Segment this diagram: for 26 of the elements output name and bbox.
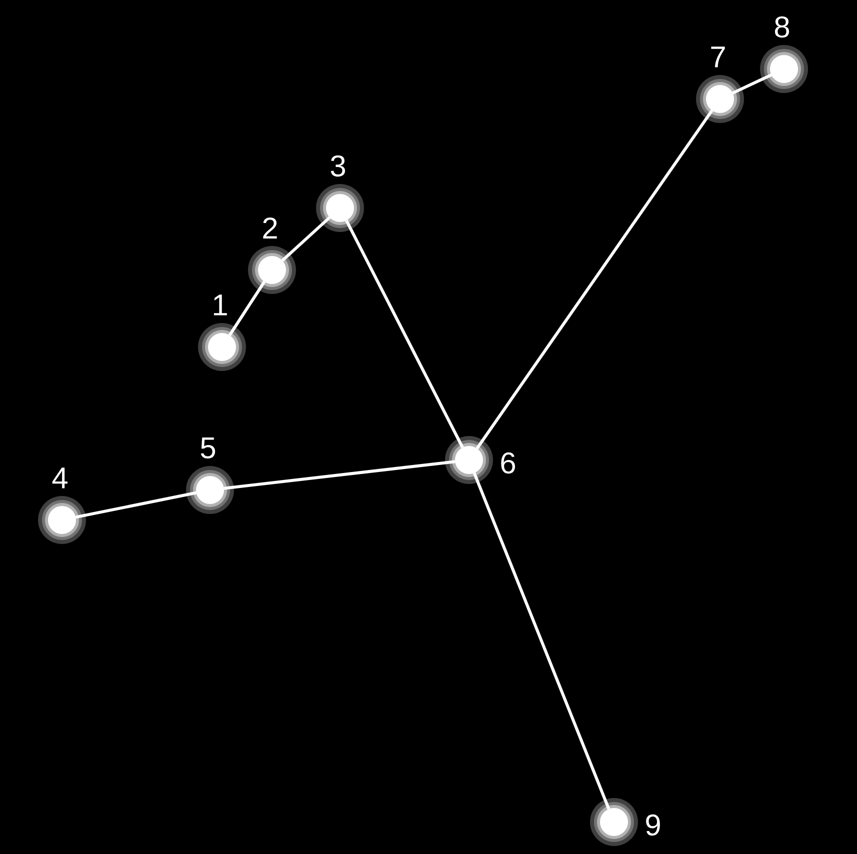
connector-line — [281, 216, 331, 262]
connector-line — [75, 491, 197, 519]
dot — [316, 184, 364, 232]
connector-line — [345, 220, 464, 448]
connector-line — [472, 472, 610, 810]
dot — [248, 246, 296, 294]
node-number: 8 — [774, 16, 790, 38]
node-number: 6 — [501, 452, 516, 474]
dot — [198, 322, 246, 371]
connector-line — [732, 74, 772, 94]
node-number: 2 — [263, 218, 277, 238]
node-number: 9 — [646, 814, 660, 836]
node-number: 3 — [330, 155, 346, 177]
dot — [696, 75, 744, 123]
node-number: 1 — [214, 294, 227, 316]
node-number: 5 — [200, 438, 216, 458]
connector-line — [224, 460, 456, 490]
connector-line — [476, 110, 714, 450]
node-number: 4 — [52, 468, 68, 488]
dot — [445, 436, 493, 484]
dot — [590, 798, 638, 846]
dot — [186, 466, 234, 514]
node-number: 7 — [711, 46, 725, 68]
dot — [760, 45, 808, 93]
connector-line — [228, 280, 266, 336]
dot — [38, 496, 86, 544]
